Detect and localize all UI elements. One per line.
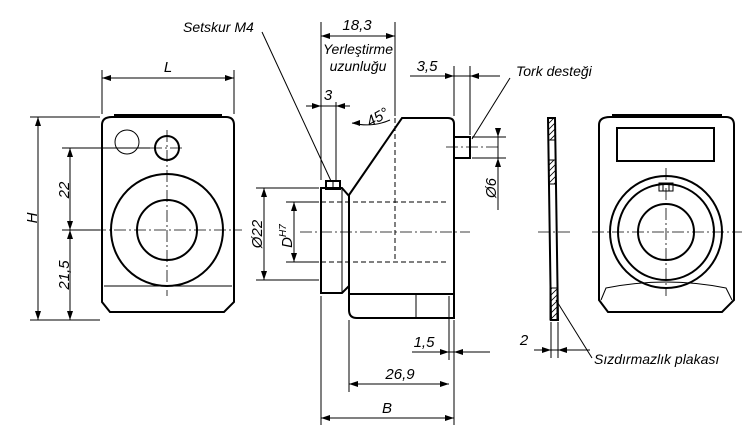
locating-length-label-1: Yerleştirme: [323, 41, 393, 57]
dim-dia-22: Ø22: [249, 219, 266, 249]
dim-d-h7: DH7: [278, 224, 296, 248]
sealing-plate-label: Sızdırmazlık plakası: [594, 351, 719, 367]
setscrew-label: Setskur M4: [183, 19, 254, 35]
dim-26-9: 26,9: [384, 366, 415, 383]
dim-b: B: [382, 400, 392, 417]
torque-support-label: Tork desteği: [516, 63, 593, 79]
sealing-plate-view: [534, 117, 593, 359]
aux-hole: [114, 129, 140, 155]
dim-3: 3: [324, 87, 333, 104]
dim-2: 2: [519, 332, 529, 349]
dim-h: H: [24, 212, 41, 223]
dim-22: 22: [56, 181, 73, 199]
torque-support-leader: [471, 77, 511, 140]
dim-1-5: 1,5: [414, 334, 436, 351]
dim-21-5: 21,5: [56, 260, 73, 291]
locating-length-label-2: uzunluğu: [330, 58, 387, 74]
front-view-with-seal: [592, 114, 742, 313]
dim-dia-6: Ø6: [483, 177, 500, 199]
dim-45-deg: 45°: [364, 105, 392, 131]
front-view: [30, 70, 242, 321]
dim-l: L: [164, 59, 172, 76]
dim-3-5: 3,5: [417, 58, 439, 75]
counter-window: [616, 127, 715, 162]
side-view: [256, 22, 506, 425]
dim-18-3: 18,3: [342, 17, 372, 34]
setscrew-leader: [261, 31, 332, 182]
